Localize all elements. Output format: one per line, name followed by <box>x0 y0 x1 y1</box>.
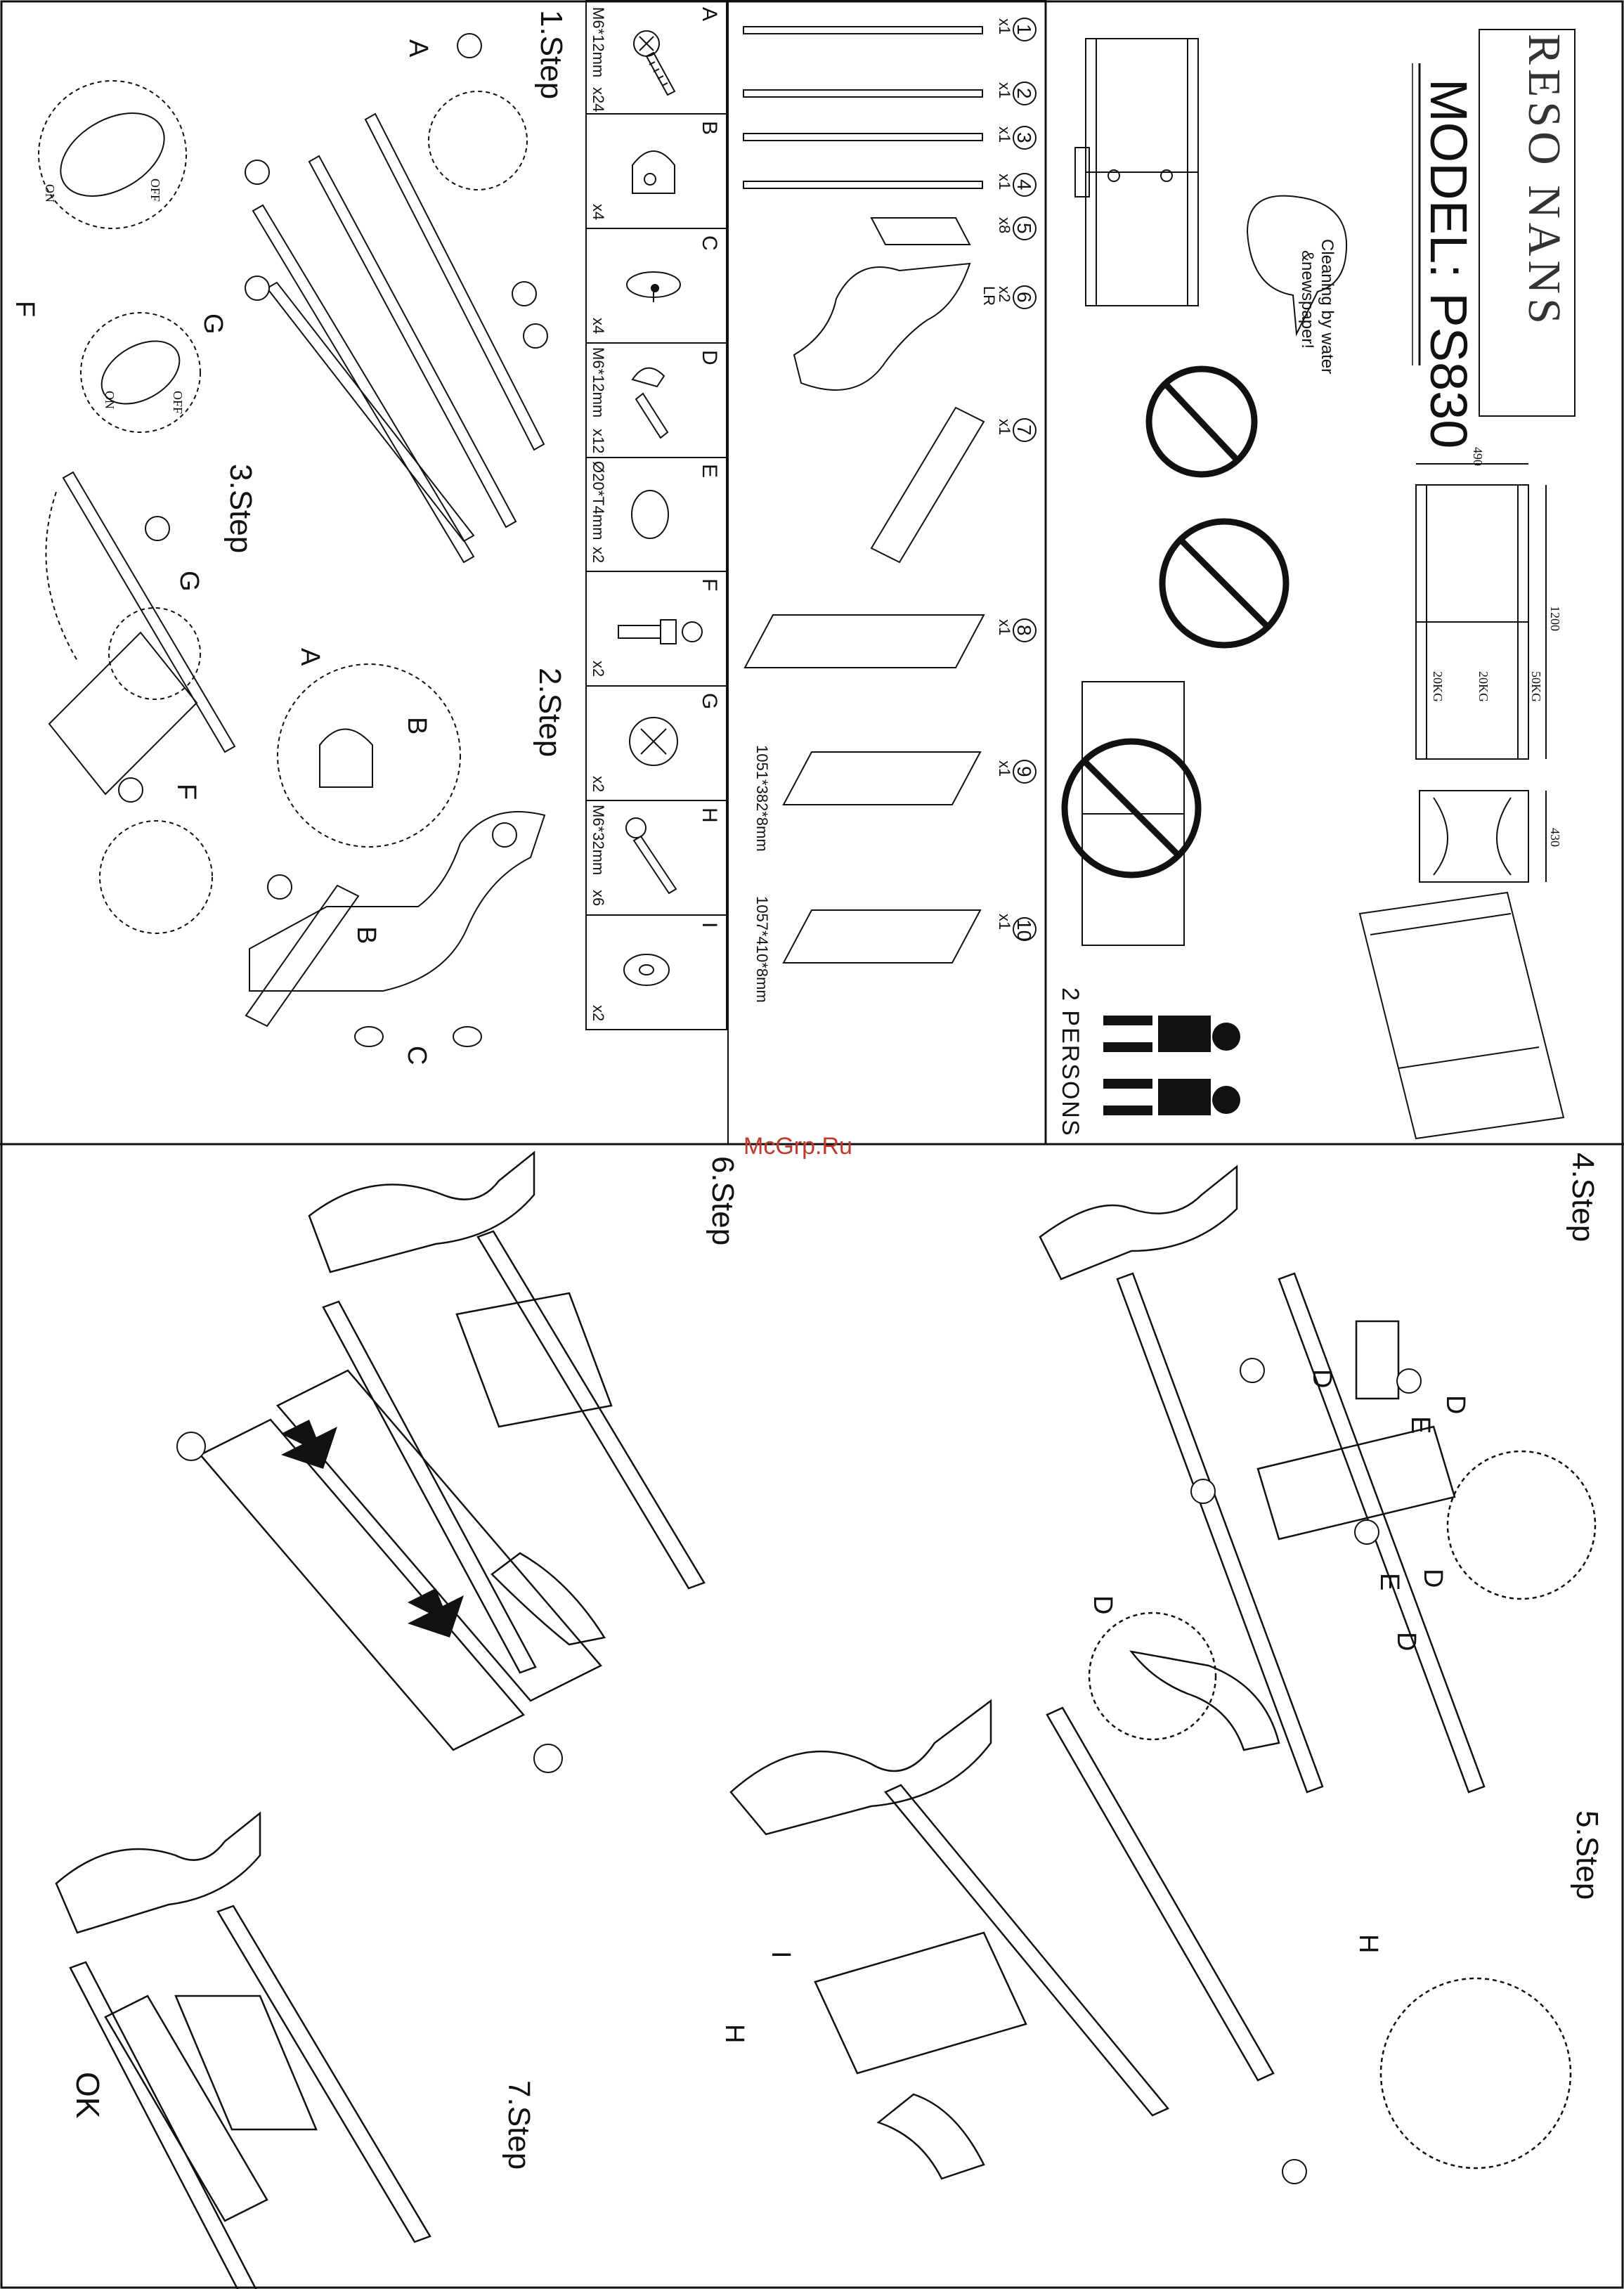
callout-g-step3b: G <box>174 571 204 592</box>
hardware-qty-e: x2 <box>590 547 607 564</box>
hardware-spec-e: Ø20*T4mm <box>590 461 607 540</box>
callout-h-step5b: H <box>720 2024 749 2044</box>
dimension-width: 1200 <box>1548 606 1562 631</box>
callout-b-step2: B <box>402 717 431 735</box>
hardware-letter-c: C <box>698 235 721 251</box>
hardware-qty-c: x4 <box>590 318 607 335</box>
part-qty-2: x1 <box>996 82 1013 99</box>
callout-e-step4b: E <box>1375 1573 1404 1591</box>
hardware-letter-a: A <box>698 7 721 22</box>
step-5-label: 5.Step <box>1570 1810 1604 1900</box>
brand-logo: RESO NANS <box>1519 34 1570 328</box>
hardware-letter-e: E <box>698 464 721 479</box>
part-number-10: 10 <box>1013 919 1035 942</box>
callout-i-step5: I <box>766 1951 795 1959</box>
callout-f-step3b: F <box>171 784 201 800</box>
part-qty-10: x1 <box>996 914 1013 930</box>
switch-off-label-2: OFF <box>171 391 185 415</box>
hardware-letter-h: H <box>698 808 721 823</box>
switch-off-label-1: OFF <box>148 179 162 202</box>
load-low: 20KG <box>1431 671 1445 702</box>
callout-c-step2: C <box>402 1046 431 1065</box>
part-number-1: 1 <box>1013 24 1035 35</box>
hardware-spec-a: M6*12mm <box>590 7 607 78</box>
part-number-2: 2 <box>1013 88 1035 99</box>
switch-on-label-2: ON <box>103 391 117 409</box>
part-qty-4: x1 <box>996 174 1013 190</box>
watermark: McGrp.Ru <box>743 1133 852 1160</box>
step-6-label: 6.Step <box>706 1156 740 1246</box>
hardware-qty-d: x12 <box>590 429 607 454</box>
callout-d-step4b: D <box>1441 1395 1470 1415</box>
hardware-spec-h: M6*32mm <box>590 805 607 876</box>
part-number-3: 3 <box>1013 132 1035 143</box>
callout-a-step2: A <box>295 648 325 666</box>
part-extra-6: LR <box>980 286 998 306</box>
switch-on-label-1: ON <box>43 184 57 202</box>
hardware-qty-b: x4 <box>590 204 607 221</box>
cleaning-note-line1: Cleaning by water <box>1318 239 1337 375</box>
dimension-height: 430 <box>1548 828 1562 847</box>
hardware-qty-a: x24 <box>590 87 607 112</box>
step-3-label: 3.Step <box>223 464 258 554</box>
callout-a-step1: A <box>403 39 433 58</box>
ok-label: OK <box>70 2072 106 2119</box>
step-7-label: 7.Step <box>502 2080 536 2170</box>
hardware-letter-d: D <box>698 350 721 365</box>
part-qty-6: x2 <box>996 286 1013 303</box>
hardware-qty-i: x2 <box>590 1005 607 1022</box>
hardware-qty-g: x2 <box>590 776 607 793</box>
hardware-qty-h: x6 <box>590 890 607 907</box>
part-number-6: 6 <box>1013 292 1035 303</box>
hardware-letter-g: G <box>698 693 721 710</box>
callout-f-step3: F <box>10 301 39 318</box>
part-qty-9: x1 <box>996 760 1013 777</box>
callout-g-step3: G <box>198 313 228 335</box>
callout-e-step4a: E <box>1405 1416 1435 1434</box>
persons-label: 2 PERSONS <box>1057 987 1084 1137</box>
part-number-5: 5 <box>1013 223 1035 234</box>
part-qty-7: x1 <box>996 419 1013 436</box>
callout-d-step4a: D <box>1307 1369 1337 1389</box>
callout-b-step2b: B <box>351 926 381 945</box>
hardware-letter-i: I <box>698 922 721 928</box>
callout-h-step5a: H <box>1353 1934 1383 1954</box>
part-qty-8: x1 <box>996 619 1013 636</box>
dimension-depth: 490 <box>1471 447 1485 466</box>
part-number-9: 9 <box>1013 766 1035 777</box>
load-top: 50KG <box>1529 671 1543 702</box>
callout-d-step4c: D <box>1418 1569 1448 1588</box>
load-mid: 20KG <box>1476 671 1490 702</box>
cleaning-note-line2: &newspaper! <box>1298 250 1317 349</box>
model-title: MODEL: PS830 <box>1420 79 1478 449</box>
glass-size-10: 1057*410*8mm <box>753 896 771 1003</box>
callout-d-step4e: D <box>1088 1595 1117 1615</box>
part-number-7: 7 <box>1013 424 1035 436</box>
part-number-8: 8 <box>1013 625 1035 636</box>
part-qty-1: x1 <box>996 18 1013 35</box>
part-qty-3: x1 <box>996 127 1013 143</box>
hardware-qty-f: x2 <box>590 661 607 677</box>
hardware-letter-b: B <box>698 121 721 136</box>
hardware-letter-f: F <box>698 578 721 592</box>
hardware-spec-d: M6*12mm <box>590 347 607 418</box>
step-4-label: 4.Step <box>1566 1153 1600 1243</box>
callout-d-step4d: D <box>1391 1632 1421 1652</box>
step-2-label: 2.Step <box>533 668 567 758</box>
part-number-4: 4 <box>1013 179 1035 190</box>
glass-size-9: 1051*382*8mm <box>753 745 771 852</box>
part-qty-5: x8 <box>996 217 1013 234</box>
step-1-label: 1.Step <box>534 10 569 100</box>
